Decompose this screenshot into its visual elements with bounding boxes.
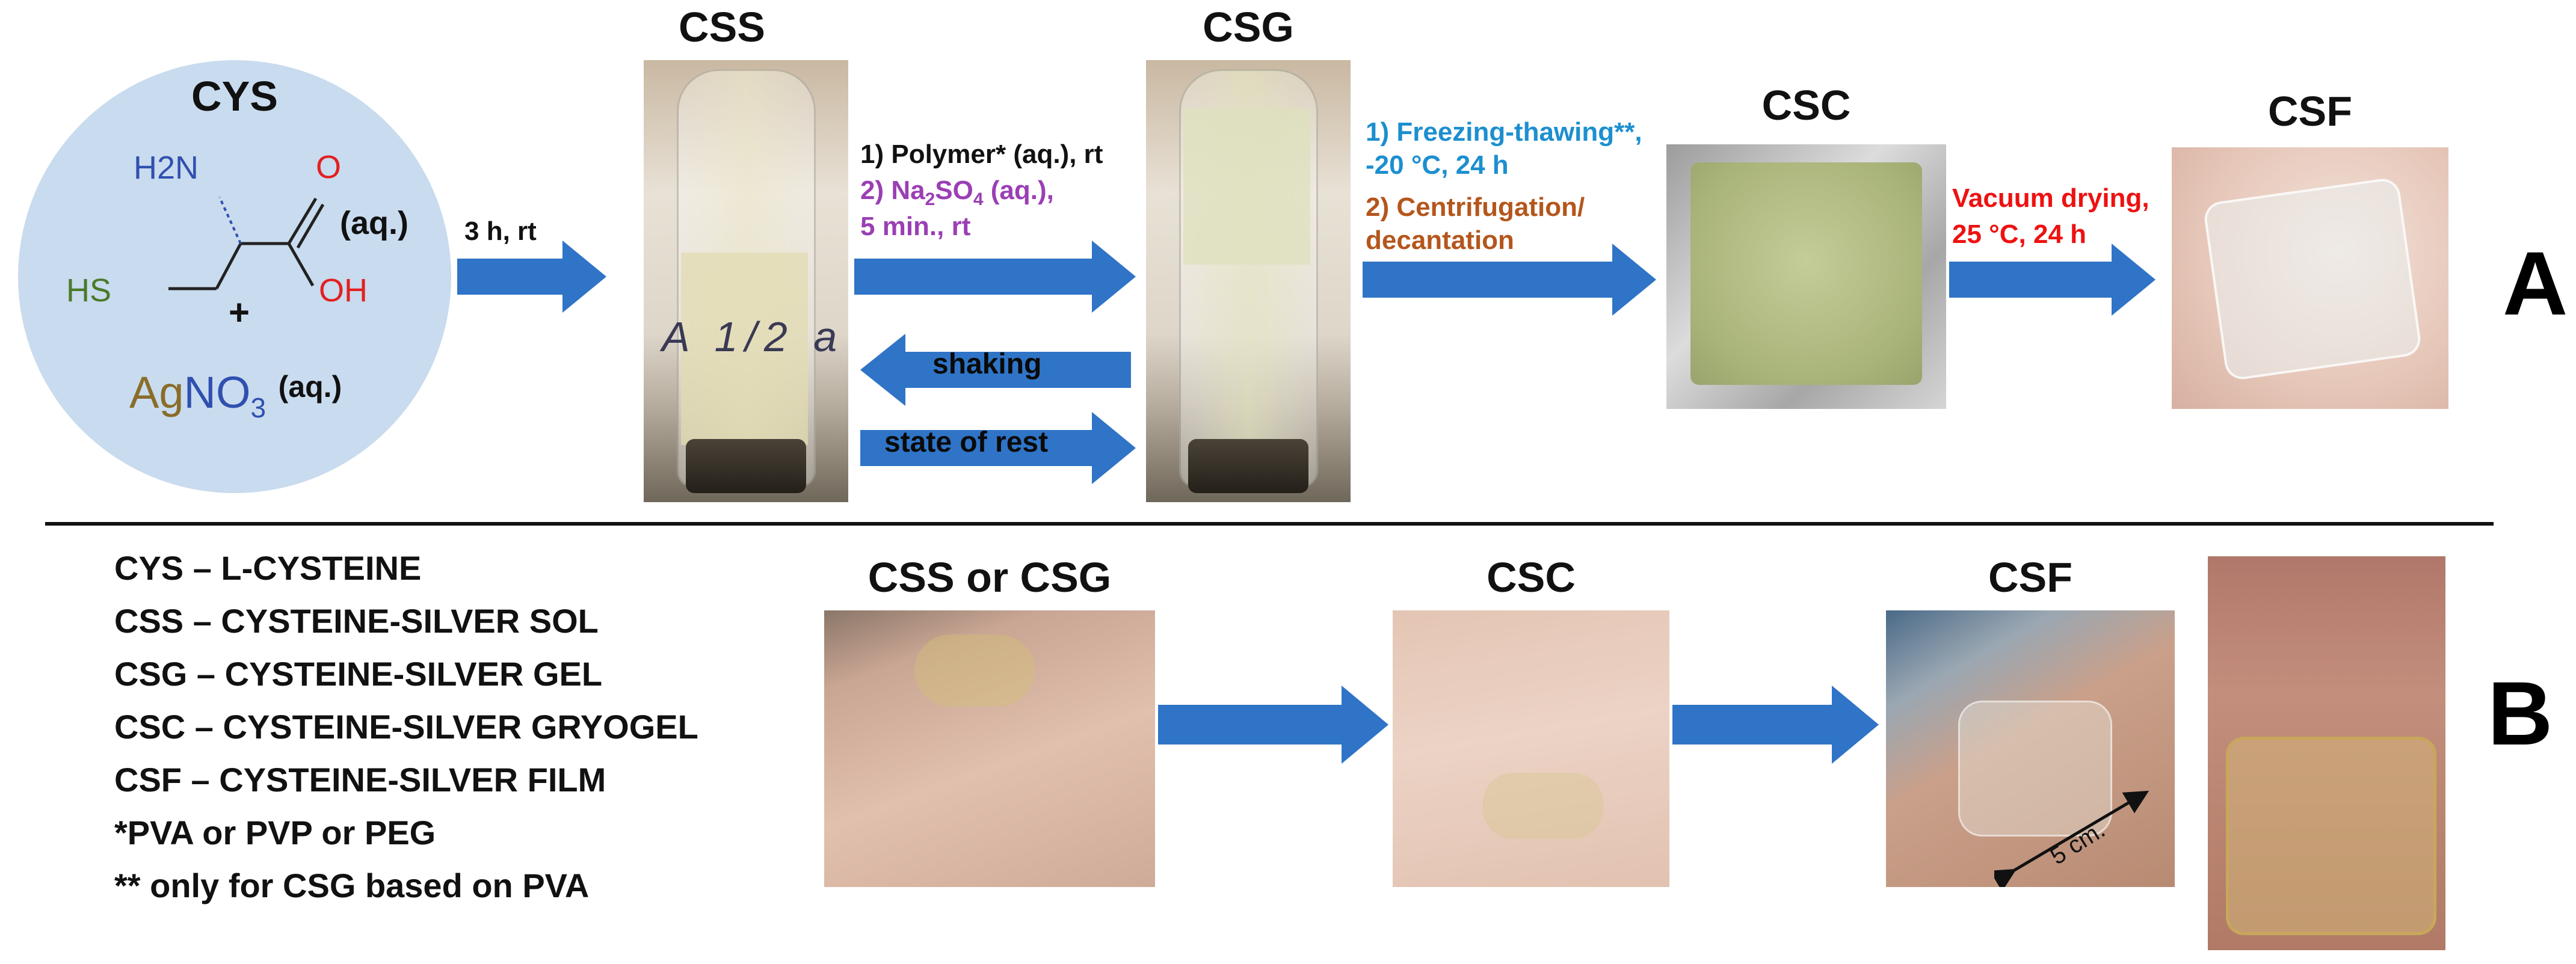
b-csc-title: CSC — [1487, 554, 1576, 601]
arrow-b2 — [1672, 686, 1879, 764]
step2-line2-pre: 2) Na — [860, 176, 925, 205]
vial-cap — [686, 439, 806, 493]
cysteine-structure — [168, 197, 325, 290]
b-csf-title: CSF — [1988, 554, 2072, 601]
step2-line3: 5 min., rt — [860, 212, 971, 241]
amine-label: H2N — [134, 150, 199, 186]
vial-gel — [1183, 108, 1310, 265]
step4-line1: Vacuum drying, — [1952, 183, 2149, 213]
no3-subscript: 3 — [250, 391, 267, 423]
panel-a-letter: A — [2503, 233, 2568, 334]
csc-cryogel-photo — [1666, 144, 1946, 409]
gel-on-skin — [914, 634, 1035, 707]
legend-item: CSG – CYSTEINE-SILVER GEL — [114, 655, 603, 693]
legend-item: CSF – CYSTEINE-SILVER FILM — [114, 761, 606, 799]
cryogel-square — [1690, 162, 1922, 385]
step2-line2-sub2: 4 — [973, 189, 984, 209]
legend-item: CSC – CYSTEINE-SILVER GRYOGEL — [114, 708, 698, 746]
csf-film-photo — [2172, 147, 2448, 409]
vial-handwriting: A 1/2 a — [662, 313, 845, 360]
legend-item: CYS – L-CYSTEINE — [114, 549, 422, 587]
step2-line2-mid: SO — [935, 176, 973, 205]
step3-line4: decantation — [1366, 226, 1514, 255]
step2-line2: 2) Na2SO4 (aq.), — [860, 176, 1054, 210]
css-vial-photo: A 1/2 a — [644, 60, 848, 502]
legend-item: ** only for CSG based on PVA — [114, 867, 590, 904]
shaking-arrow — [860, 334, 1131, 406]
arrow-csc-to-csf — [1949, 244, 2155, 316]
step2-line2-post: (aq.), — [983, 176, 1054, 205]
step2-line2-sub1: 2 — [925, 189, 935, 209]
step3-line1: 1) Freezing-thawing**, — [1366, 117, 1642, 147]
step4-line2: 25 °C, 24 h — [1952, 220, 2087, 249]
csg-vial-photo — [1146, 60, 1351, 502]
arrow-b1 — [1158, 686, 1388, 764]
film-band — [2226, 737, 2436, 935]
cys-aq-label: (aq.) — [340, 205, 408, 241]
cryogel-on-skin — [1483, 773, 1603, 839]
css-title: CSS — [679, 4, 765, 51]
oxo-label: O — [316, 149, 342, 185]
film-sheet — [2202, 176, 2423, 382]
step3-line3: 2) Centrifugation/ — [1366, 192, 1585, 222]
cys-circle — [18, 60, 451, 493]
step1-label: 3 h, rt — [464, 216, 537, 246]
agno3-aq: (aq.) — [278, 370, 342, 404]
csf-skin-photo: 5 cm. — [1886, 610, 2175, 887]
plus-sign: + — [229, 292, 250, 333]
ag-symbol: Ag — [129, 367, 184, 417]
wrist-film-photo — [2208, 556, 2445, 950]
legend-item: CSS – CYSTEINE-SILVER SOL — [114, 602, 599, 640]
step2-line1: 1) Polymer* (aq.), rt — [860, 140, 1103, 169]
css-or-csg-skin-photo — [824, 610, 1155, 887]
arrow-cys-to-css — [457, 241, 606, 313]
csc-title: CSC — [1761, 82, 1851, 129]
thiol-label: HS — [66, 272, 112, 309]
state-of-rest-arrow — [860, 412, 1136, 484]
panel-divider — [45, 522, 2494, 526]
css-or-csg-title: CSS or CSG — [867, 554, 1112, 601]
csc-skin-photo — [1393, 610, 1669, 887]
csf-title: CSF — [2268, 88, 2352, 135]
shaking-label: shaking — [932, 348, 1042, 380]
cys-title: CYS — [191, 73, 278, 120]
hydroxyl-label: OH — [319, 272, 368, 309]
vial-cap — [1188, 439, 1308, 493]
state-of-rest-label: state of rest — [884, 426, 1049, 458]
panel-b-letter: B — [2488, 663, 2553, 764]
step3-line2: -20 °C, 24 h — [1366, 150, 1509, 180]
vial-liquid — [681, 253, 808, 445]
arrow-csg-to-csc — [1363, 244, 1656, 316]
legend-item: *PVA or PVP or PEG — [114, 814, 436, 852]
arrow-css-to-csg — [854, 241, 1136, 313]
no-symbol: NO — [183, 367, 251, 417]
csg-title: CSG — [1203, 4, 1294, 51]
scale-arrow — [1994, 790, 2149, 887]
agno3-label: AgNO3 (aq.) — [129, 367, 342, 424]
